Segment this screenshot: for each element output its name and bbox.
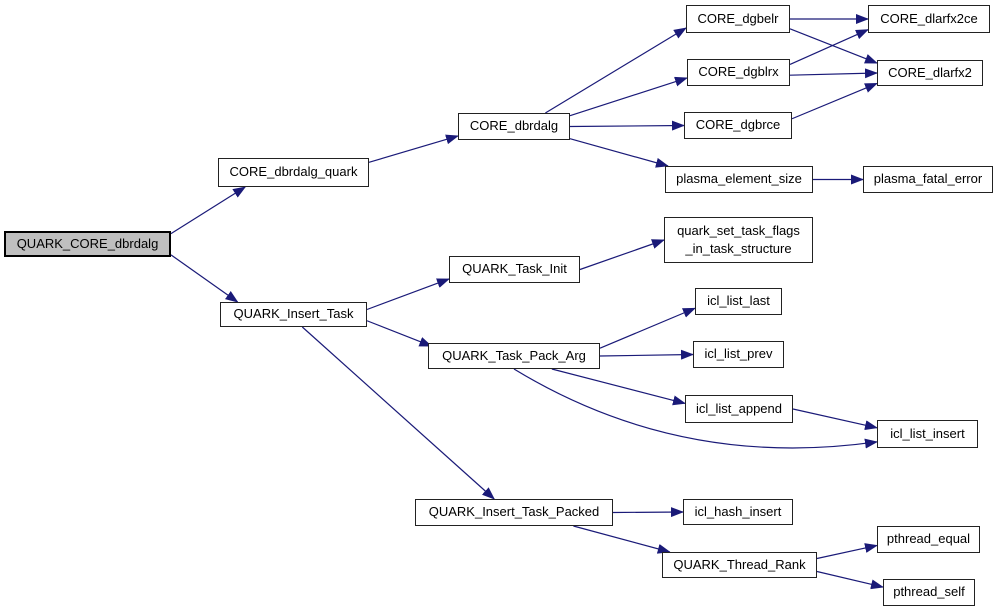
edge-core-dgblrx-to-core-dlarfx2ce [789,29,869,65]
edge-quark-insert-task-packed-to-icl-hash-insert [612,507,684,518]
node-icl-list-append[interactable]: icl_list_append [685,395,793,423]
edge-icl-list-append-to-icl-list-insert [792,408,878,431]
node-pthread-equal[interactable]: pthread_equal [877,526,980,553]
node-core-dbrdalg-quark[interactable]: CORE_dbrdalg_quark [218,158,369,187]
edge-quark-core-dbrdalg-to-core-dbrdalg-quark [170,186,247,235]
node-quark-insert-task-packed[interactable]: QUARK_Insert_Task_Packed [415,499,613,526]
edge-quark-thread-rank-to-pthread-self [816,570,884,590]
edge-core-dbrdalg-to-core-dgbelr [545,27,687,114]
node-core-dlarfx2ce[interactable]: CORE_dlarfx2ce [868,5,990,33]
edge-quark-task-pack-arg-to-icl-list-prev [599,349,694,360]
node-core-dgblrx[interactable]: CORE_dgblrx [687,59,790,86]
node-quark-insert-task[interactable]: QUARK_Insert_Task [220,302,367,327]
node-plasma-element-size[interactable]: plasma_element_size [665,166,813,193]
node-quark-task-init[interactable]: QUARK_Task_Init [449,256,580,283]
edge-quark-task-pack-arg-to-icl-list-insert [513,368,878,449]
node-core-dgbrce[interactable]: CORE_dgbrce [684,112,792,139]
edge-quark-task-pack-arg-to-icl-list-append [551,368,686,406]
edge-quark-insert-task-to-quark-task-pack-arg [366,320,433,347]
edge-core-dgblrx-to-core-dlarfx2 [789,68,878,79]
edge-quark-insert-task-to-quark-insert-task-packed [301,326,495,500]
node-quark-task-pack-arg[interactable]: QUARK_Task_Pack_Arg [428,343,600,369]
edge-quark-insert-task-packed-to-quark-thread-rank [573,525,671,554]
edge-quark-task-init-to-quark-set-task-flags-in-task-structure [579,239,665,271]
edge-quark-task-pack-arg-to-icl-list-last [599,307,696,349]
node-quark-thread-rank[interactable]: QUARK_Thread_Rank [662,552,817,578]
edge-core-dbrdalg-quark-to-core-dbrdalg [368,134,459,163]
node-icl-list-insert[interactable]: icl_list_insert [877,420,978,448]
edge-core-dgbelr-to-core-dlarfx2 [789,28,878,64]
node-icl-list-prev[interactable]: icl_list_prev [693,341,784,368]
node-core-dgbelr[interactable]: CORE_dgbelr [686,5,790,33]
node-core-dlarfx2[interactable]: CORE_dlarfx2 [877,60,983,86]
edge-quark-thread-rank-to-pthread-equal [816,543,878,560]
node-quark-core-dbrdalg: QUARK_CORE_dbrdalg [4,231,171,257]
node-pthread-self[interactable]: pthread_self [883,579,975,606]
edge-quark-core-dbrdalg-to-quark-insert-task [170,254,239,303]
edge-quark-insert-task-to-quark-task-init [366,278,450,311]
node-icl-hash-insert[interactable]: icl_hash_insert [683,499,793,525]
node-plasma-fatal-error[interactable]: plasma_fatal_error [863,166,993,193]
edge-core-dbrdalg-to-plasma-element-size [569,138,669,168]
edge-core-dgbrce-to-core-dlarfx2 [791,82,878,120]
node-quark-set-task-flags-in-task-structure[interactable]: quark_set_task_flags _in_task_structure [664,217,813,263]
node-icl-list-last[interactable]: icl_list_last [695,288,782,315]
edge-core-dbrdalg-to-core-dgbrce [569,120,685,131]
edge-core-dbrdalg-to-core-dgblrx [569,76,688,117]
node-core-dbrdalg[interactable]: CORE_dbrdalg [458,113,570,140]
